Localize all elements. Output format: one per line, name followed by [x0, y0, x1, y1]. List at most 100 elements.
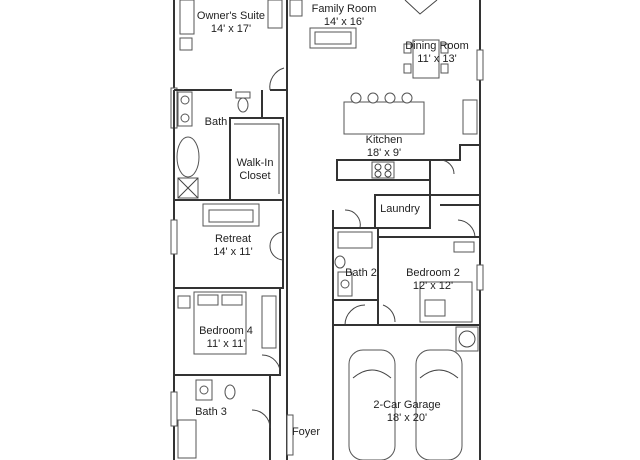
room-label-bath-2: Bath 2	[340, 267, 382, 280]
room-label-owners-suite: Owner's Suite 14' x 17'	[186, 10, 276, 36]
room-label-dining-room: Dining Room 11' x 13'	[392, 40, 482, 66]
door-swing	[251, 409, 271, 429]
window	[170, 219, 178, 255]
door-swing	[269, 67, 285, 91]
bath3-wall	[174, 374, 271, 460]
room-name: Bath 3	[195, 406, 227, 418]
toilet-icon	[237, 97, 249, 113]
pantry-lower	[429, 180, 480, 196]
room-name: Kitchen	[365, 134, 403, 146]
pillow	[221, 294, 243, 306]
toilet-icon	[334, 255, 346, 269]
room-label-kitchen: Kitchen 18' x 9'	[344, 134, 424, 160]
pillow	[424, 299, 446, 317]
door-swing	[261, 354, 281, 376]
room-name: Bedroom 4	[199, 325, 253, 337]
burner	[374, 170, 382, 178]
dresser	[267, 0, 283, 29]
bathtub-icon	[176, 136, 200, 178]
room-name: Bath 2	[345, 267, 377, 279]
room-label-retreat: Retreat 14' x 11'	[193, 233, 273, 259]
room-label-laundry: Laundry	[374, 203, 426, 216]
room-label-walk-in-closet: Walk-In Closet	[228, 157, 282, 183]
stool	[401, 92, 413, 104]
room-name: Laundry	[380, 203, 420, 215]
room-label-bedroom-2: Bedroom 2 12' x 12'	[394, 267, 472, 293]
pantry-wall	[430, 144, 480, 161]
closet-shelf	[234, 123, 280, 194]
bath2-wall	[333, 227, 379, 301]
kitchen-island	[343, 101, 425, 135]
bed	[179, 0, 195, 35]
hutch	[462, 99, 478, 135]
room-name: Foyer	[291, 426, 321, 438]
door-swing	[344, 209, 361, 229]
car-icon	[415, 349, 463, 460]
room-label-family-room: Family Room 14' x 16'	[298, 3, 390, 29]
room-label-foyer: Foyer	[286, 426, 326, 439]
room-name: Owner's Suite	[196, 10, 266, 22]
nightstand	[177, 295, 191, 309]
car-icon	[348, 349, 396, 460]
sink-icon	[180, 95, 190, 105]
chair	[440, 63, 449, 74]
nightstand	[453, 241, 475, 253]
room-dimensions: 18' x 20'	[386, 412, 428, 424]
sink-icon	[340, 279, 350, 289]
stool	[384, 92, 396, 104]
room-label-bath: Bath	[196, 116, 236, 129]
chair	[403, 43, 412, 54]
stool	[367, 92, 379, 104]
sink-icon	[199, 385, 209, 395]
chair	[403, 63, 412, 74]
door-swing	[344, 304, 396, 326]
front-door	[286, 414, 294, 456]
chair	[440, 43, 449, 54]
room-name-line2: Closet	[239, 170, 271, 182]
car-windshield	[352, 369, 392, 379]
water-heater	[458, 330, 476, 348]
room-dimensions: 14' x 16'	[323, 16, 365, 28]
burner	[384, 163, 392, 171]
room-label-bath-3: Bath 3	[190, 406, 232, 419]
room-dimensions: 14' x 11'	[213, 246, 253, 258]
room-dimensions: 18' x 9'	[366, 147, 402, 159]
range-icon	[371, 161, 395, 179]
sink-icon	[180, 113, 190, 123]
burner	[384, 170, 392, 178]
room-dimensions: 11' x 11'	[206, 338, 246, 350]
sofa-seat	[314, 31, 352, 45]
window	[476, 49, 484, 81]
burner	[374, 163, 382, 171]
room-dimensions: 12' x 12'	[412, 280, 454, 292]
dining-table	[412, 39, 440, 79]
window	[170, 391, 178, 427]
toilet-icon	[224, 384, 236, 400]
room-label-garage: 2-Car Garage 18' x 20'	[362, 399, 452, 425]
sofa-seat	[208, 209, 254, 223]
nightstand	[179, 37, 193, 51]
door-swing	[457, 219, 476, 238]
room-label-bedroom-4: Bedroom 4 11' x 11'	[186, 325, 266, 351]
room-name-line1: Walk-In	[236, 157, 274, 169]
window	[476, 264, 484, 291]
fireplace	[289, 0, 303, 17]
room-dimensions: 14' x 17'	[210, 23, 252, 35]
shower-drain	[177, 177, 199, 199]
room-name: Family Room	[311, 3, 377, 15]
room-name: Retreat	[214, 233, 252, 245]
room-dimensions: 11' x 13'	[417, 53, 457, 65]
room-name: Bedroom 2	[406, 267, 460, 279]
bath-wall	[173, 90, 263, 201]
pillow	[197, 294, 219, 306]
bathtub-icon	[337, 231, 373, 249]
car-windshield	[419, 369, 459, 379]
closet-icon	[261, 295, 277, 349]
door-swing	[269, 231, 284, 261]
toilet-tank	[235, 91, 251, 99]
window-bay	[404, 0, 438, 15]
room-name: Dining Room	[405, 40, 469, 52]
bathtub-icon	[177, 419, 197, 459]
room-name: 2-Car Garage	[373, 399, 441, 411]
